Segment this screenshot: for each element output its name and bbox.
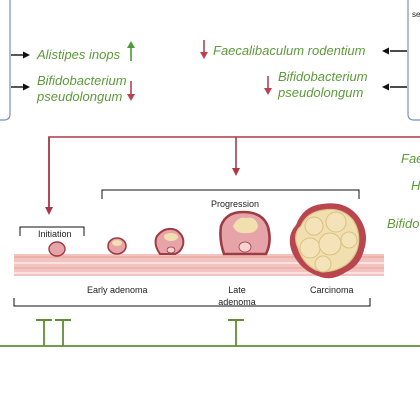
initiation-label: Initiation (38, 229, 72, 239)
late-adenoma (219, 210, 271, 256)
late-adenoma-label-line1: Late (228, 285, 246, 295)
left-input-arrow-2 (11, 83, 30, 91)
initiation-lesion (48, 241, 66, 257)
progression-bracket (101, 189, 360, 199)
increase-arrow-alistipes (127, 41, 135, 61)
bifido-left-label-line1: Bifidobacterium (37, 73, 127, 88)
left-panel-box (0, 0, 11, 121)
initiation-bracket (19, 226, 85, 236)
bifido-right-label-line1: Bifidobacterium (278, 69, 368, 84)
green-inhibition-connector (0, 319, 420, 347)
decrease-arrow-bifido-left (127, 81, 135, 101)
alistipes-label: Alistipes inops (37, 47, 121, 62)
carcinoma-label: Carcinoma (310, 285, 354, 295)
bifido-left-label-line2: pseudolongum (37, 89, 123, 104)
cutoff-label-3: Bifido (387, 216, 420, 231)
red-connector (45, 136, 420, 215)
stage-axis-bracket (13, 298, 371, 307)
right-panel-corner-text: se (412, 10, 420, 19)
left-input-arrow-1 (11, 51, 30, 59)
decrease-arrow-bifido-right (264, 76, 272, 95)
late-adenoma-label-line2: adenoma (218, 297, 256, 307)
right-panel-box (407, 0, 420, 121)
carcinoma (289, 203, 366, 279)
progression-label: Progression (211, 199, 260, 209)
cutoff-label-2: H (411, 178, 420, 193)
right-input-arrow-1 (382, 47, 407, 55)
faecalibaculum-label: Faecalibaculum rodentium (213, 43, 366, 58)
decrease-arrow-faecalibaculum (200, 40, 208, 59)
bifido-right-label-line2: pseudolongum (278, 85, 364, 100)
cutoff-label-1: Fae (401, 151, 420, 166)
early-adenoma-small (107, 237, 127, 255)
early-adenoma-label: Early adenoma (87, 285, 148, 295)
early-adenoma-medium (154, 227, 185, 255)
right-input-arrow-2 (382, 83, 407, 91)
